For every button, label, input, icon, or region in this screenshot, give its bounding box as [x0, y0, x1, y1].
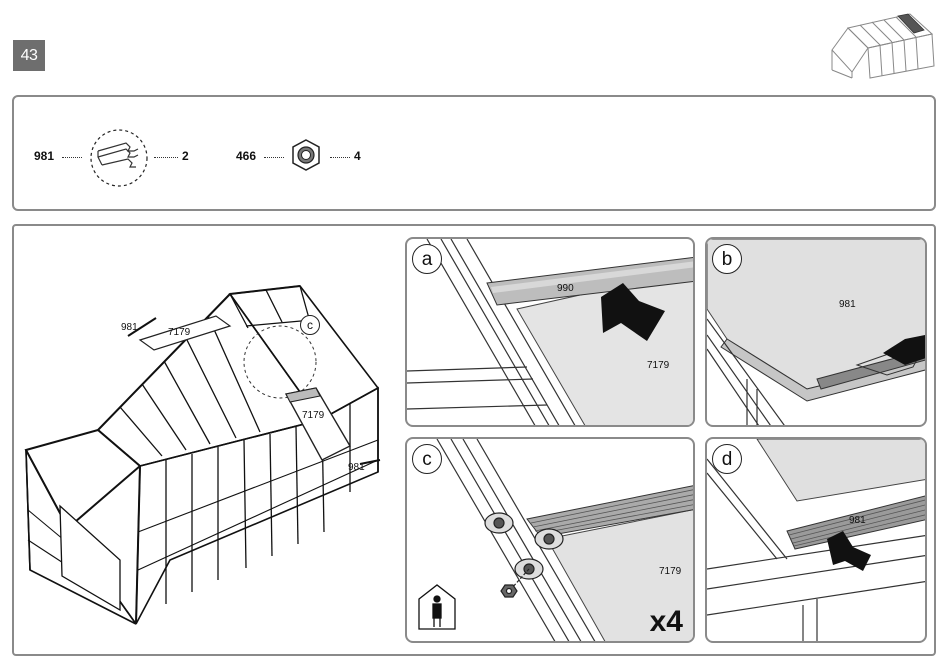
- detail-panel-b: b 981: [705, 237, 927, 427]
- detail-d-drawing: [707, 439, 927, 643]
- detail-b-drawing: [707, 239, 927, 427]
- overview-label-7179-top: 7179: [168, 327, 190, 338]
- part-leader-dots: [264, 157, 284, 158]
- profile-strip-icon: [88, 127, 150, 189]
- overview-label-7179-right: 7179: [302, 410, 324, 421]
- detail-letter-a: a: [412, 244, 442, 274]
- part-leader-dots: [330, 157, 350, 158]
- detail-panel-c: c 7179 x4: [405, 437, 695, 643]
- part-quantity: 2: [182, 149, 189, 163]
- overview-callout-c: c: [300, 315, 320, 335]
- overview-label-981-top: 981: [121, 322, 138, 333]
- part-leader-dots: [62, 157, 82, 158]
- detail-letter-c: c: [412, 444, 442, 474]
- part-code: 981: [34, 149, 54, 163]
- detail-b-label-981: 981: [839, 299, 856, 310]
- hex-nut-icon: [288, 137, 324, 173]
- detail-c-label-7179: 7179: [659, 566, 681, 577]
- detail-d-label-981: 981: [849, 515, 866, 526]
- detail-panel-d: d 981: [705, 437, 927, 643]
- person-in-house-icon: [419, 585, 455, 629]
- detail-panel-a: a 990 7179: [405, 237, 695, 427]
- detail-a-label-990: 990: [557, 283, 574, 294]
- part-quantity: 4: [354, 149, 361, 163]
- part-leader-dots: [154, 157, 178, 158]
- greenhouse-thumbnail-icon: [828, 10, 940, 82]
- step-number-badge: 43: [13, 40, 45, 71]
- greenhouse-overview-drawing: [20, 270, 390, 630]
- detail-a-drawing: [407, 239, 695, 427]
- overview-label-981-right: 981: [348, 462, 365, 473]
- part-code: 466: [236, 149, 256, 163]
- parts-list-panel: 981 2 466 4: [12, 95, 936, 211]
- detail-letter-b: b: [712, 244, 742, 274]
- detail-c-multiplier: x4: [650, 605, 683, 639]
- detail-letter-d: d: [712, 444, 742, 474]
- detail-a-label-7179: 7179: [647, 360, 669, 371]
